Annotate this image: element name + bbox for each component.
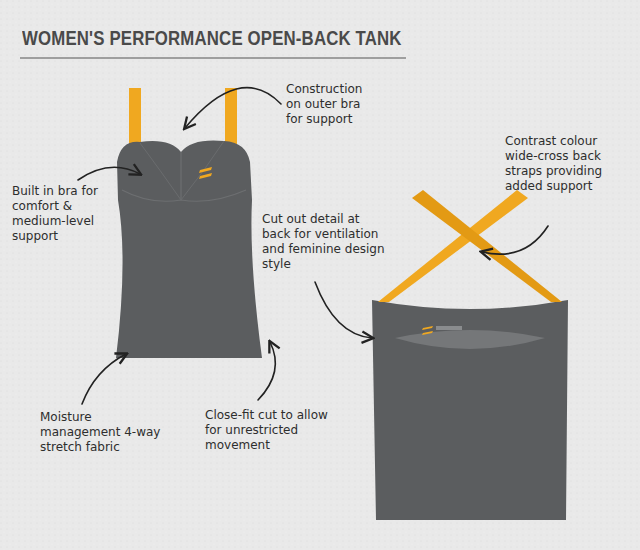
diagram-title: WOMEN'S PERFORMANCE OPEN-BACK TANK bbox=[22, 26, 402, 50]
callout-text: Cut out detail at back for ventilation a… bbox=[262, 212, 386, 272]
leader-arrows bbox=[78, 88, 548, 404]
leader-line bbox=[185, 88, 281, 128]
callout-text: Construction on outer bra for support bbox=[286, 82, 378, 127]
callout-text: Contrast colour wide-cross back straps p… bbox=[505, 134, 617, 194]
title-rule bbox=[20, 57, 406, 58]
front-tank bbox=[116, 88, 262, 358]
leader-line bbox=[258, 342, 275, 400]
leader-line bbox=[482, 226, 548, 254]
back-tank bbox=[372, 190, 568, 520]
callout-text: Built in bra for comfort & medium-level … bbox=[12, 184, 116, 244]
callout-text: Close-fit cut to allow for unrestricted … bbox=[205, 408, 333, 453]
callout-text: Moisture management 4-way stretch fabric bbox=[40, 410, 170, 455]
leader-line bbox=[315, 282, 372, 338]
leader-line bbox=[78, 167, 140, 180]
leader-line bbox=[82, 354, 126, 404]
